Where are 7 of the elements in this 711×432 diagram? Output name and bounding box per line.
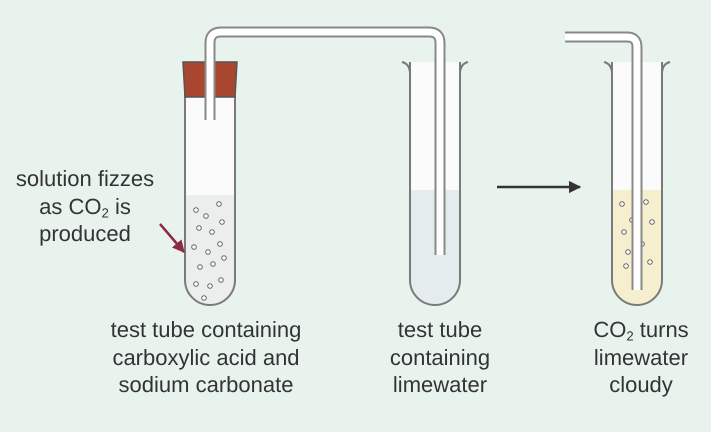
node-label: test tube containing limewater [388,316,492,398]
delivery-tube [204,26,446,62]
node-label: test tube containing carboxylic acid and sodium carbonate [110,316,302,398]
arrow [497,180,582,194]
callout-label: solution fizzes as CO$_{2}$ is produced [6,165,164,257]
node-label: CO$_{2}$ turns limewater cloudy [592,316,690,398]
leader-arrow [159,223,185,253]
